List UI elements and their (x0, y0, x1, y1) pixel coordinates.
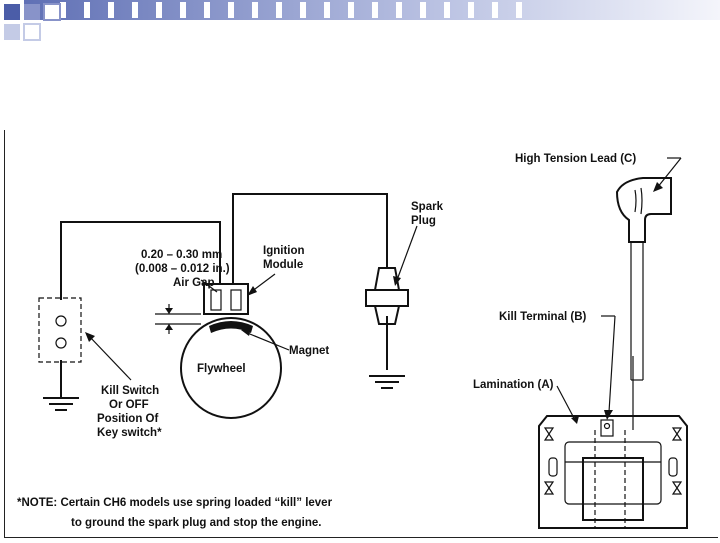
kill-switch (38, 297, 82, 363)
label-air-gap: (0.008 – 0.012 in.) (135, 263, 230, 275)
label-air-gap: Air Gap (173, 277, 215, 289)
title-decoration-bar (0, 0, 720, 41)
note-line-1: *NOTE: Certain CH6 models use spring loa… (17, 497, 333, 509)
label-ignition-module: Ignition (263, 245, 305, 257)
diagram-frame: Spark Plug 0.20 – 0.30 mm (0.008 – 0.012… (4, 130, 718, 538)
label-kill-terminal: Kill Terminal (B) (499, 311, 586, 323)
high-tension-lead (615, 177, 672, 430)
label-spark-plug: Spark (411, 201, 444, 213)
spark-plug (365, 267, 409, 325)
label-lamination: Lamination (A) (473, 379, 554, 391)
label-kill-switch: Key switch* (97, 427, 162, 439)
ignition-module (155, 283, 249, 334)
label-kill-switch: Kill Switch (101, 385, 159, 397)
note-line-2: to ground the spark plug and stop the en… (71, 517, 321, 529)
ground-symbol-icon (369, 375, 405, 389)
ground-symbol-icon (43, 397, 79, 411)
label-ignition-module: Module (263, 259, 303, 271)
label-spark-plug: Plug (411, 215, 436, 227)
label-air-gap: 0.20 – 0.30 mm (141, 249, 222, 261)
ignition-diagram: Spark Plug 0.20 – 0.30 mm (0.008 – 0.012… (17, 153, 688, 529)
ground-wire (60, 193, 388, 398)
label-magnet: Magnet (289, 345, 329, 357)
label-kill-switch: Or OFF (109, 399, 149, 411)
label-flywheel: Flywheel (197, 363, 246, 375)
lamination (538, 415, 688, 529)
label-high-tension-lead: High Tension Lead (C) (515, 153, 636, 165)
flywheel (180, 317, 282, 419)
label-kill-switch: Position Of (97, 413, 159, 425)
